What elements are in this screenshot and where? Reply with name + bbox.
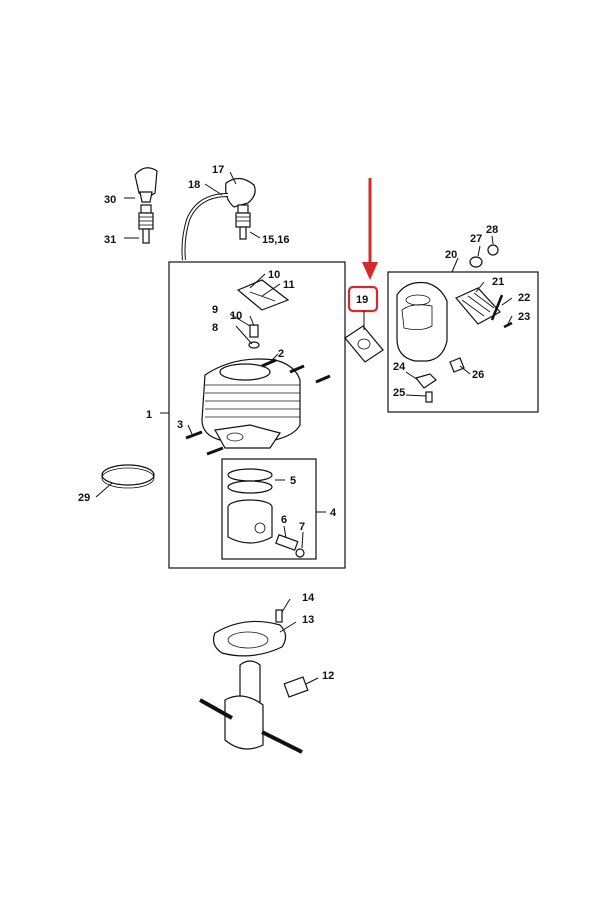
- spark-plug-15-16: [235, 204, 251, 240]
- needle-bearing-12: [283, 676, 309, 698]
- label-18: 18: [188, 179, 200, 191]
- label-17: 17: [212, 164, 224, 176]
- label-8: 8: [212, 322, 218, 334]
- crankshaft: [199, 660, 303, 754]
- piston-rings-5: [227, 468, 273, 494]
- label-24: 24: [393, 361, 406, 373]
- cylinder-assembly-box: [168, 261, 346, 569]
- gasket-19: [344, 325, 384, 363]
- label-23: 23: [518, 311, 530, 323]
- nut-28: [487, 244, 499, 256]
- label-3: 3: [177, 419, 183, 431]
- nut-27: [469, 256, 483, 268]
- highlight-box-19: [347, 285, 379, 313]
- muffler-assembly-box: [387, 271, 539, 413]
- spark-arrestor-screen-21: [455, 287, 501, 325]
- label-6: 6: [281, 514, 287, 526]
- spark-plug-31: [138, 204, 154, 244]
- spark-plug-boot-17: [225, 177, 256, 208]
- label-28: 28: [486, 224, 498, 236]
- crankcase-gasket-13: [212, 620, 287, 657]
- label-1: 1: [146, 409, 152, 421]
- muffler: [396, 281, 448, 362]
- bolt-22: [490, 294, 504, 321]
- leader-lines: [95, 171, 513, 685]
- label-31: 31: [104, 234, 116, 246]
- bracket-24: [414, 373, 437, 389]
- part-labels: 30 31 17 18 15,16 10 11 9 10 8 2 1 3 5 6…: [78, 164, 530, 682]
- label-30: 30: [104, 194, 116, 206]
- piston: [227, 499, 273, 544]
- piston-pin-6: [275, 534, 299, 551]
- label-4: 4: [330, 507, 337, 519]
- highlight-arrow: [362, 178, 378, 280]
- label-22: 22: [518, 292, 530, 304]
- label-10b: 10: [230, 310, 242, 322]
- cylinder: [201, 358, 301, 449]
- label-5: 5: [290, 475, 296, 487]
- piston-assembly-box: [221, 458, 317, 560]
- ignition-lead-18: [181, 193, 229, 261]
- label-7: 7: [299, 521, 305, 533]
- label-11: 11: [283, 279, 295, 291]
- circlip-7: [295, 548, 305, 558]
- stud-3: [185, 430, 224, 456]
- label-19: 19: [356, 294, 368, 306]
- label-25: 25: [393, 387, 405, 399]
- decompression-valve-8-9: [248, 324, 260, 349]
- screw-26: [449, 357, 465, 373]
- screw-23: [503, 321, 513, 329]
- label-13: 13: [302, 614, 314, 626]
- label-27: 27: [470, 233, 482, 245]
- label-10a: 10: [268, 269, 280, 281]
- piston-ring-29: [101, 464, 155, 489]
- label-12: 12: [322, 670, 334, 682]
- screw-14: [275, 609, 283, 623]
- label-14: 14: [302, 592, 315, 604]
- spark-plug-boot-30: [134, 167, 158, 203]
- label-21: 21: [492, 276, 504, 288]
- label-20: 20: [445, 249, 457, 261]
- label-2: 2: [278, 348, 284, 360]
- label-26: 26: [472, 369, 484, 381]
- label-9: 9: [212, 304, 218, 316]
- label-29: 29: [78, 492, 90, 504]
- screw-25: [425, 391, 433, 403]
- label-15-16: 15,16: [262, 234, 290, 246]
